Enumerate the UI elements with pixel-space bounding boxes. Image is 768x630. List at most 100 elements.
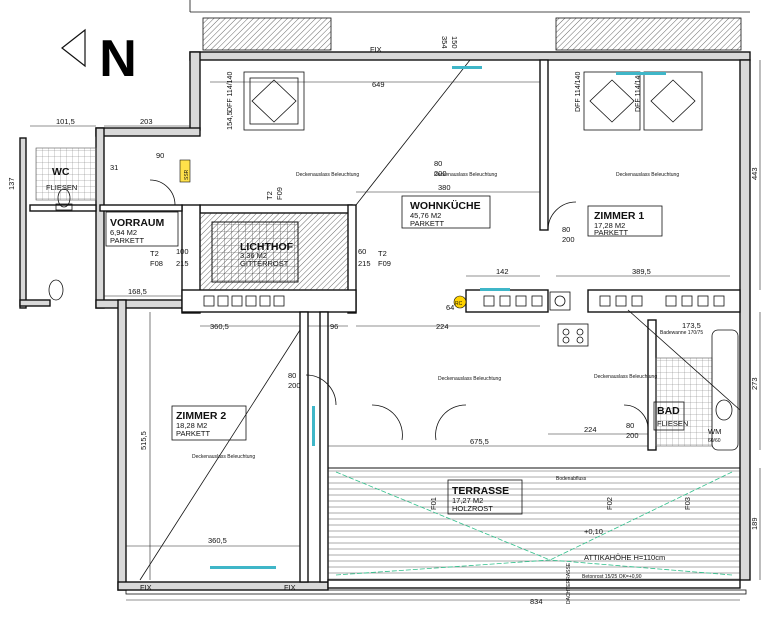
svg-text:200: 200	[562, 235, 575, 244]
room-bad: BAD FLIESEN	[653, 401, 688, 431]
svg-text:Deckenauslass Beleuchtung: Deckenauslass Beleuchtung	[192, 454, 255, 460]
svg-text:168,5: 168,5	[128, 287, 147, 296]
svg-text:3,36 M2: 3,36 M2	[240, 251, 267, 260]
svg-text:SSR: SSR	[184, 169, 190, 180]
window-row-kitchen	[483, 291, 725, 311]
svg-text:273: 273	[750, 377, 759, 390]
svg-text:200: 200	[434, 169, 447, 178]
svg-text:FLIESEN: FLIESEN	[657, 419, 688, 428]
svg-text:142: 142	[496, 267, 509, 276]
room-zimmer1: ZIMMER 1 17,28 M2 PARKETT	[587, 205, 663, 237]
svg-text:80: 80	[626, 421, 634, 430]
svg-text:Deckenauslass Beleuchtung: Deckenauslass Beleuchtung	[296, 172, 359, 178]
svg-text:Badewanne 170/75: Badewanne 170/75	[660, 330, 703, 336]
svg-text:Bodenabfluss: Bodenabfluss	[556, 476, 587, 482]
section-line-2	[139, 329, 301, 581]
t2-tag-f09-top: T2 F09	[265, 187, 284, 200]
section-line-1	[355, 59, 471, 206]
terrace-deck	[327, 467, 741, 581]
window-bar-2	[616, 72, 666, 75]
t2-tag-f08: T2 F08	[150, 249, 163, 268]
window-bar-5	[480, 288, 510, 291]
svg-text:T2: T2	[265, 191, 274, 200]
wc-tiles	[35, 147, 97, 201]
room-vorraum: VORRAUM 6,94 M2 PARKETT	[105, 211, 179, 247]
svg-text:DFF 114/140: DFF 114/140	[227, 72, 234, 112]
svg-text:Deckenauslass Beleuchtung: Deckenauslass Beleuchtung	[616, 172, 679, 178]
svg-text:F09: F09	[378, 259, 391, 268]
svg-text:RC: RC	[455, 301, 463, 307]
svg-text:ATTIKAHÖHE H=110cm: ATTIKAHÖHE H=110cm	[584, 553, 665, 562]
svg-text:DACHTERRASSE: DACHTERRASSE	[566, 562, 572, 604]
svg-text:31: 31	[110, 163, 118, 172]
svg-text:F03: F03	[683, 497, 692, 510]
svg-text:DFF 114/140: DFF 114/140	[635, 72, 642, 112]
svg-text:TERRASSE: TERRASSE	[452, 485, 509, 497]
svg-text:FLIESEN: FLIESEN	[46, 183, 77, 192]
north-letter: N	[99, 30, 137, 88]
svg-text:6,94 M2: 6,94 M2	[110, 228, 137, 237]
misc-labels: Badewanne 170/75 WM 60/60 ATTIKAHÖHE H=1…	[556, 330, 721, 604]
svg-text:WM: WM	[708, 427, 721, 436]
window-tag-f01: F01	[429, 497, 438, 510]
window-tag-f02: F02	[605, 497, 614, 510]
room-lichthof: LICHTHOF 3,36 M2 GITTERROST	[240, 241, 294, 268]
roof-band-right	[555, 17, 742, 51]
terrace-drainage	[335, 471, 733, 576]
svg-text:F01: F01	[429, 497, 438, 510]
svg-text:T2: T2	[150, 249, 159, 258]
dimension-lines	[30, 60, 761, 601]
svg-text:18,28 M2: 18,28 M2	[176, 421, 207, 430]
svg-text:64: 64	[446, 303, 454, 312]
t2-tag-f09-right: T2 F09	[378, 249, 391, 268]
lichthof-grid	[211, 221, 299, 283]
section-line-3	[627, 309, 741, 411]
svg-text:T2: T2	[378, 249, 387, 258]
svg-text:90: 90	[156, 151, 164, 160]
svg-text:675,5: 675,5	[470, 437, 489, 446]
svg-text:WOHNKÜCHE: WOHNKÜCHE	[410, 199, 481, 212]
svg-text:215: 215	[176, 259, 189, 268]
svg-text:80: 80	[434, 159, 442, 168]
svg-text:DFF 114/140: DFF 114/140	[575, 72, 582, 112]
svg-text:154,5: 154,5	[225, 111, 234, 130]
svg-text:LICHTHOF: LICHTHOF	[240, 241, 294, 253]
room-wc: WC FLIESEN	[46, 166, 77, 192]
window-bar-1	[452, 66, 482, 69]
skylight-right-b: DFF 114/140	[635, 72, 703, 131]
window-bar-4	[312, 406, 315, 446]
svg-text:Deckenauslass Beleuchtung: Deckenauslass Beleuchtung	[438, 376, 501, 382]
svg-text:189: 189	[750, 517, 759, 530]
door-arcs	[149, 179, 649, 441]
svg-text:Deckenauslass Beleuchtung: Deckenauslass Beleuchtung	[594, 374, 657, 380]
svg-text:+0,10: +0,10	[584, 527, 603, 536]
svg-text:WC: WC	[52, 166, 70, 178]
svg-text:203: 203	[140, 117, 153, 126]
north-arrow: N	[61, 28, 137, 88]
svg-text:389,5: 389,5	[632, 267, 651, 276]
svg-text:360,5: 360,5	[208, 536, 227, 545]
room-wohnkueche: WOHNKÜCHE 45,76 M2 PARKETT	[401, 195, 491, 229]
svg-text:360,5: 360,5	[210, 322, 229, 331]
svg-text:ZIMMER 2: ZIMMER 2	[176, 410, 226, 422]
svg-text:80: 80	[288, 371, 296, 380]
svg-text:PARKETT: PARKETT	[410, 219, 444, 228]
svg-text:F08: F08	[150, 259, 163, 268]
svg-text:FIX: FIX	[284, 583, 296, 592]
toilet-wc	[55, 188, 73, 211]
rc-symbol: RC	[453, 295, 467, 309]
svg-text:ZIMMER 1: ZIMMER 1	[594, 210, 644, 222]
svg-text:834: 834	[530, 597, 543, 606]
svg-text:FIX: FIX	[370, 45, 382, 54]
svg-text:200: 200	[626, 431, 639, 440]
svg-text:150: 150	[450, 36, 459, 49]
svg-text:515,5: 515,5	[139, 431, 148, 450]
svg-text:215: 215	[358, 259, 371, 268]
svg-text:60/60: 60/60	[708, 438, 721, 444]
svg-text:137: 137	[7, 177, 16, 190]
svg-text:80: 80	[562, 225, 570, 234]
room-zimmer2: ZIMMER 2 18,28 M2 PARKETT	[171, 405, 247, 441]
svg-text:17,28 M2: 17,28 M2	[594, 221, 625, 230]
svg-text:100: 100	[176, 247, 189, 256]
